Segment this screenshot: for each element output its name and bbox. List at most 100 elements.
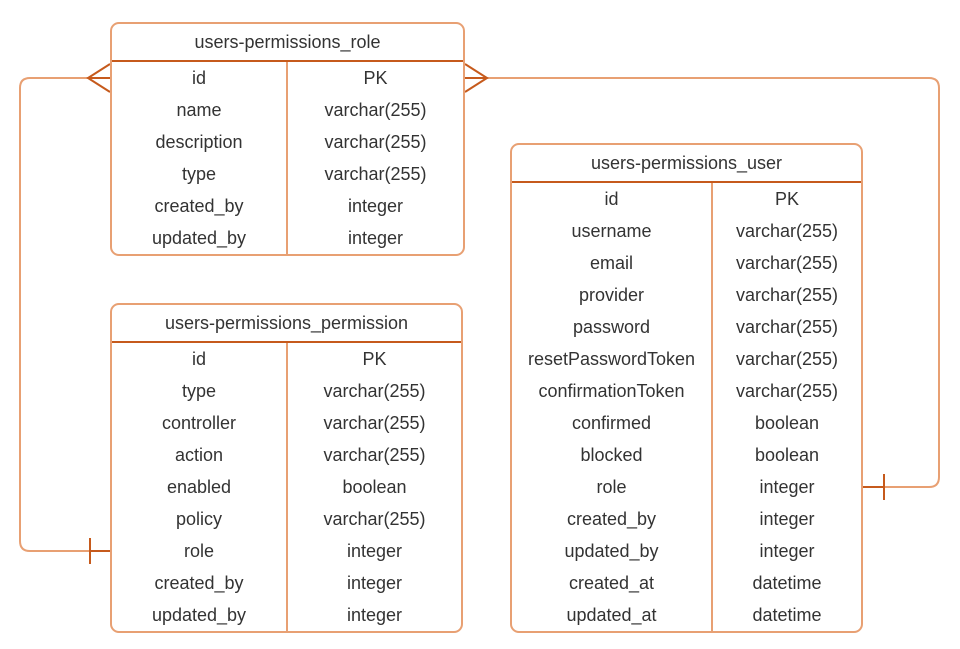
field-name-cell: name — [112, 94, 288, 126]
field-name-cell: action — [112, 439, 288, 471]
table-row[interactable]: password varchar(255) — [512, 311, 861, 343]
table-row[interactable]: email varchar(255) — [512, 247, 861, 279]
table-row[interactable]: username varchar(255) — [512, 215, 861, 247]
field-name-cell: role — [512, 471, 713, 503]
crow-foot-many-icon — [86, 63, 111, 93]
field-type-cell: PK — [362, 348, 387, 369]
field-type-cell: boolean — [754, 412, 820, 433]
table-row[interactable]: updated_by integer — [512, 535, 861, 567]
field-name-cell: updated_at — [512, 599, 713, 631]
field-name-cell: provider — [512, 279, 713, 311]
field-name-cell: blocked — [512, 439, 713, 471]
field-type-cell: varchar(255) — [735, 284, 839, 305]
table-row[interactable]: updated_by integer — [112, 599, 461, 631]
table-row[interactable]: type varchar(255) — [112, 158, 463, 190]
table-row[interactable]: description varchar(255) — [112, 126, 463, 158]
field-type-cell: integer — [759, 540, 815, 561]
field-name-cell: updated_by — [112, 222, 288, 254]
field-name-cell: updated_by — [512, 535, 713, 567]
field-type-cell: varchar(255) — [324, 99, 427, 120]
relationship-role-user-line[interactable] — [487, 77, 940, 488]
table-row[interactable]: role integer — [112, 535, 461, 567]
entity-users-permissions-permission[interactable]: users-permissions_permission id PK type … — [110, 303, 463, 633]
table-row[interactable]: provider varchar(255) — [512, 279, 861, 311]
field-name-cell: created_by — [112, 567, 288, 599]
field-type-cell: integer — [346, 604, 403, 625]
table-row[interactable]: controller varchar(255) — [112, 407, 461, 439]
field-type-cell: boolean — [754, 444, 820, 465]
table-row[interactable]: updated_at datetime — [512, 599, 861, 631]
field-type-cell: varchar(255) — [323, 380, 426, 401]
field-type-cell: PK — [363, 67, 388, 88]
field-name-cell: policy — [112, 503, 288, 535]
table-row[interactable]: updated_by integer — [112, 222, 463, 254]
field-name-cell: enabled — [112, 471, 288, 503]
field-name-cell: type — [112, 375, 288, 407]
table-row[interactable]: created_by integer — [112, 567, 461, 599]
field-type-cell: varchar(255) — [323, 412, 426, 433]
field-name-cell: created_by — [112, 190, 288, 222]
field-name-cell: created_at — [512, 567, 713, 599]
field-name-cell: email — [512, 247, 713, 279]
table-row[interactable]: confirmationToken varchar(255) — [512, 375, 861, 407]
field-name-cell: role — [112, 535, 288, 567]
field-type-cell: datetime — [752, 604, 822, 625]
table-row[interactable]: confirmed boolean — [512, 407, 861, 439]
table-row[interactable]: id PK — [112, 62, 463, 94]
entity-title: users-permissions_user — [512, 145, 861, 183]
relationship-role-user[interactable] — [464, 63, 940, 500]
field-type-cell: varchar(255) — [735, 316, 839, 337]
table-row[interactable]: role integer — [512, 471, 861, 503]
field-name-cell: type — [112, 158, 288, 190]
relationship-role-permission-line[interactable] — [19, 77, 110, 552]
field-name-cell: confirmationToken — [512, 375, 713, 407]
table-row[interactable]: created_by integer — [112, 190, 463, 222]
field-type-cell: varchar(255) — [324, 131, 427, 152]
field-type-cell: integer — [347, 195, 404, 216]
field-name-cell: id — [112, 343, 288, 375]
field-name-cell: updated_by — [112, 599, 288, 631]
entity-title: users-permissions_role — [112, 24, 463, 62]
field-type-cell: integer — [347, 227, 404, 248]
table-row[interactable]: resetPasswordToken varchar(255) — [512, 343, 861, 375]
entity-users-permissions-user[interactable]: users-permissions_user id PK username va… — [510, 143, 863, 633]
field-name-cell: description — [112, 126, 288, 158]
crow-foot-many-icon — [464, 63, 489, 93]
field-type-cell: varchar(255) — [735, 348, 839, 369]
table-row[interactable]: name varchar(255) — [112, 94, 463, 126]
entity-title: users-permissions_permission — [112, 305, 461, 343]
field-type-cell: integer — [759, 476, 815, 497]
table-row[interactable]: blocked boolean — [512, 439, 861, 471]
entity-users-permissions-role[interactable]: users-permissions_role id PK name varcha… — [110, 22, 465, 256]
field-type-cell: integer — [346, 572, 403, 593]
field-type-cell: varchar(255) — [323, 508, 426, 529]
field-name-cell: id — [112, 62, 288, 94]
field-type-cell: varchar(255) — [323, 444, 426, 465]
field-name-cell: password — [512, 311, 713, 343]
table-row[interactable]: id PK — [112, 343, 461, 375]
table-row[interactable]: created_at datetime — [512, 567, 861, 599]
field-name-cell: created_by — [512, 503, 713, 535]
field-name-cell: controller — [112, 407, 288, 439]
table-row[interactable]: action varchar(255) — [112, 439, 461, 471]
entity-rows: id PK type varchar(255) controller varch… — [112, 343, 461, 631]
field-type-cell: datetime — [752, 572, 822, 593]
field-type-cell: boolean — [342, 476, 407, 497]
field-name-cell: resetPasswordToken — [512, 343, 713, 375]
field-name-cell: username — [512, 215, 713, 247]
table-row[interactable]: enabled boolean — [112, 471, 461, 503]
table-row[interactable]: created_by integer — [512, 503, 861, 535]
one-tick-icon — [863, 474, 885, 500]
table-row[interactable]: policy varchar(255) — [112, 503, 461, 535]
field-type-cell: PK — [774, 188, 799, 209]
field-type-cell: varchar(255) — [735, 252, 839, 273]
table-row[interactable]: id PK — [512, 183, 861, 215]
one-tick-icon — [89, 538, 110, 564]
table-row[interactable]: type varchar(255) — [112, 375, 461, 407]
field-type-cell: integer — [346, 540, 403, 561]
field-name-cell: confirmed — [512, 407, 713, 439]
field-type-cell: varchar(255) — [324, 163, 427, 184]
relationship-role-permission[interactable] — [19, 63, 111, 564]
